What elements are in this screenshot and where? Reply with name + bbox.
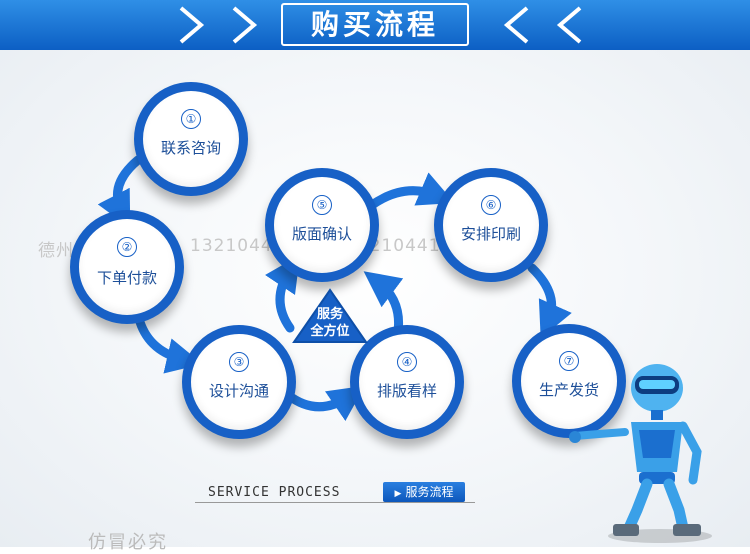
step-number: ①	[181, 109, 201, 129]
step-label: 设计沟通	[208, 382, 269, 400]
step-4-proof: ④ 排版看样	[350, 325, 464, 439]
center-label-line-2: 全方位	[310, 324, 350, 339]
arrow-6-7	[527, 263, 572, 339]
step-number: ③	[229, 352, 249, 372]
arrow-5-6	[367, 172, 455, 210]
step-number: ⑦	[559, 351, 579, 371]
service-process-tag: ▶服务流程	[383, 482, 465, 502]
service-process-tag-label: 服务流程	[405, 485, 454, 499]
center-label-line-1: 服务	[316, 307, 343, 322]
step-number: ④	[397, 352, 417, 372]
arrow-center-5	[265, 255, 300, 333]
chevron-left-icon	[548, 4, 588, 46]
step-number: ②	[117, 237, 137, 257]
step-label: 排版看样	[376, 382, 437, 400]
chevron-right-icon	[175, 4, 215, 46]
step-number: ⑤	[312, 195, 332, 215]
arrow-2-3	[135, 317, 203, 374]
page-title: 购买流程	[281, 3, 469, 46]
step-label: 生产发货	[538, 381, 599, 399]
step-7-ship: ⑦ 生产发货	[512, 324, 626, 438]
center-label: 服务 全方位	[298, 306, 362, 340]
step-label: 下单付款	[96, 269, 157, 287]
chevron-left-icon	[495, 4, 535, 46]
play-triangle-icon: ▶	[394, 489, 402, 499]
step-label: 联系咨询	[160, 139, 221, 157]
step-label: 安排印刷	[460, 225, 521, 243]
anti-counterfeit-text: 仿冒必究	[88, 532, 168, 553]
step-1-contact: ① 联系咨询	[134, 82, 248, 196]
service-process-label: SERVICE PROCESS	[208, 485, 341, 500]
step-label: 版面确认	[291, 225, 352, 243]
arrow-1-2	[97, 155, 143, 228]
step-6-print: ⑥ 安排印刷	[434, 168, 548, 282]
arrow-4-center	[363, 271, 404, 337]
divider	[195, 502, 475, 503]
title-banner: 购买流程	[0, 0, 750, 50]
arrow-3-4	[283, 385, 365, 422]
chevron-right-icon	[228, 4, 268, 46]
step-3-design: ③ 设计沟通	[182, 325, 296, 439]
center-triangle	[292, 288, 368, 343]
step-number: ⑥	[481, 195, 501, 215]
robot-illustration	[569, 364, 712, 543]
step-2-order: ② 下单付款	[70, 210, 184, 324]
step-5-confirm: ⑤ 版面确认	[265, 168, 379, 282]
